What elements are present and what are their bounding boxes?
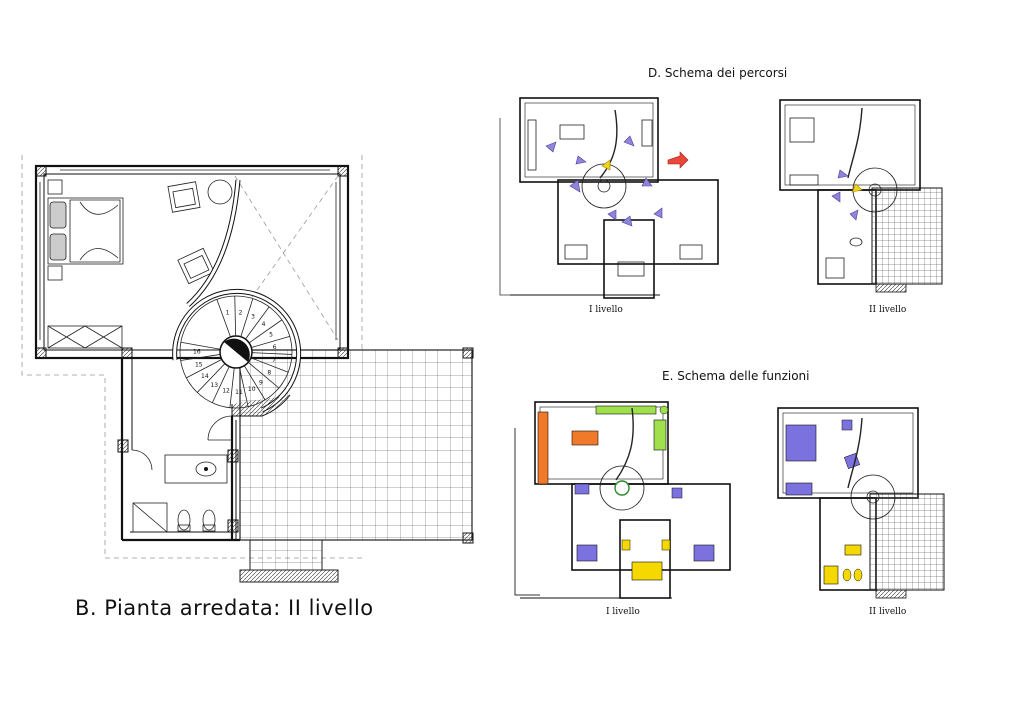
- nightstand: [47, 265, 63, 281]
- stair-step-number: 11: [235, 389, 243, 396]
- nightstand: [47, 179, 63, 195]
- paths-caption-level-2: II livello: [869, 305, 907, 315]
- stair-step-number: 7: [272, 357, 276, 364]
- armchair: [167, 181, 201, 213]
- shower: [132, 502, 168, 533]
- stair-tread: [180, 341, 221, 350]
- stair-tread: [211, 366, 230, 403]
- stair-step-number: 8: [267, 369, 271, 376]
- stair-tread: [216, 299, 231, 338]
- stair-tread: [240, 298, 254, 337]
- pillow: [49, 201, 67, 229]
- stair-step-number: 2: [239, 309, 243, 316]
- terrace-step: [239, 569, 339, 583]
- functions-caption-level-2: II livello: [869, 607, 907, 617]
- lower-level-outline: [21, 155, 365, 559]
- stair-step-number: 9: [259, 379, 263, 386]
- paths-scheme-title: D. Schema dei percorsi: [648, 66, 788, 80]
- dining-table: [559, 124, 585, 140]
- toilet: [177, 509, 191, 531]
- stair-tread: [239, 367, 249, 407]
- living-zone: [595, 405, 657, 415]
- stair-step-number: 15: [195, 361, 203, 368]
- stair-tread: [186, 359, 222, 379]
- stair-step-number: 6: [273, 344, 277, 351]
- paths-caption-level-1: I livello: [589, 305, 623, 315]
- dining-table-zone: [571, 430, 599, 446]
- stair-step-number: 13: [210, 382, 218, 389]
- functions-plan-level-1: [514, 401, 731, 599]
- stair-tread: [229, 367, 235, 408]
- stair-tread: [245, 306, 270, 340]
- bedroom-zone: [785, 424, 817, 462]
- bedroom-zone: [576, 544, 598, 562]
- vanity: [164, 454, 228, 484]
- stair-tread: [247, 361, 280, 389]
- stair-step-number: 1: [226, 310, 230, 317]
- stair-tread: [248, 319, 283, 344]
- stair-step-number: 14: [201, 373, 209, 380]
- bathroom-zone: [844, 544, 862, 556]
- functions-plan-level-2: [777, 407, 945, 599]
- entry-arrow: [667, 151, 689, 169]
- stair-tread: [251, 335, 290, 348]
- stair-step-number: 5: [269, 332, 273, 339]
- kitchen-counter: [527, 119, 537, 171]
- stair-tread: [196, 363, 226, 393]
- stair-step-number: 10: [248, 386, 256, 393]
- stair-tread: [250, 357, 289, 373]
- stair-tread: [234, 296, 237, 337]
- functions-scheme-title: E. Schema delle funzioni: [662, 369, 810, 383]
- paths-plan-level-2: [779, 99, 943, 293]
- bed: [47, 197, 124, 265]
- armchair: [177, 247, 215, 285]
- bed: [789, 117, 815, 143]
- stair-tread: [243, 365, 266, 401]
- path-arrows: [545, 135, 689, 227]
- stair-step-number: 12: [222, 388, 230, 395]
- pillow: [49, 233, 67, 261]
- terrace-step-grid: [249, 539, 323, 571]
- stair-arrow: [601, 159, 611, 171]
- stair-tread: [180, 354, 221, 361]
- stair-step-number: 4: [262, 321, 266, 328]
- stair-step-number: 16: [193, 349, 201, 356]
- main-plan-title: B. Pianta arredata: II livello: [75, 596, 374, 620]
- bidet: [202, 509, 216, 531]
- kitchen-zone: [537, 411, 549, 485]
- functions-caption-level-1: I livello: [606, 607, 640, 617]
- sink: [195, 461, 217, 477]
- sofa: [641, 119, 653, 147]
- terrace-grid: [239, 349, 473, 541]
- round-table: [207, 179, 233, 205]
- stair-tread: [251, 352, 292, 355]
- stair-step-number: 3: [251, 313, 255, 320]
- bathroom-zone: [631, 561, 663, 581]
